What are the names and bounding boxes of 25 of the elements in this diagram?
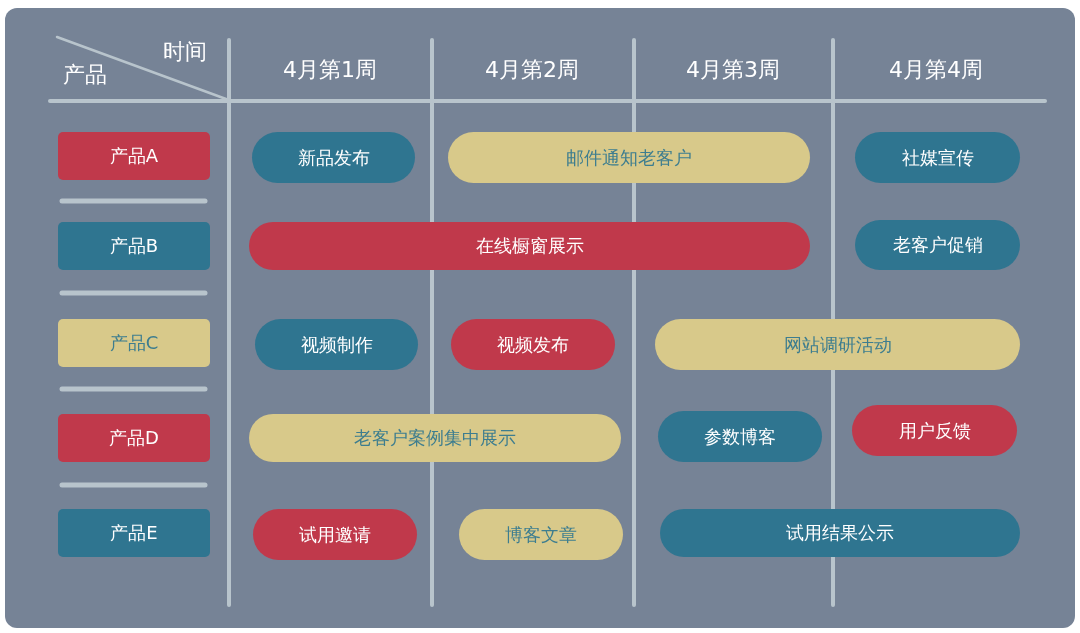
task-pill: 博客文章 [459,509,623,560]
product-box: 产品C [58,319,210,367]
task-pill: 老客户促销 [855,220,1020,270]
column-header: 4月第4周 [889,56,983,84]
task-pill: 试用邀请 [253,509,417,560]
task-pill: 参数博客 [658,411,822,462]
header-label: 产品 [63,61,107,89]
task-pill: 试用结果公示 [660,509,1020,557]
header-label: 时间 [163,38,207,66]
task-pill: 新品发布 [252,132,415,183]
task-pill: 网站调研活动 [655,319,1020,370]
product-box: 产品E [58,509,210,557]
product-box: 产品D [58,414,210,462]
task-pill: 视频发布 [451,319,615,370]
column-header: 4月第2周 [485,56,579,84]
task-pill: 视频制作 [255,319,418,370]
task-pill: 社媒宣传 [855,132,1020,183]
task-pill: 在线橱窗展示 [249,222,810,270]
task-pill: 邮件通知老客户 [448,132,810,183]
column-header: 4月第3周 [686,56,780,84]
product-box: 产品A [58,132,210,180]
task-pill: 用户反馈 [852,405,1017,456]
task-pill: 老客户案例集中展示 [249,414,621,462]
column-header: 4月第1周 [283,56,377,84]
product-box: 产品B [58,222,210,270]
